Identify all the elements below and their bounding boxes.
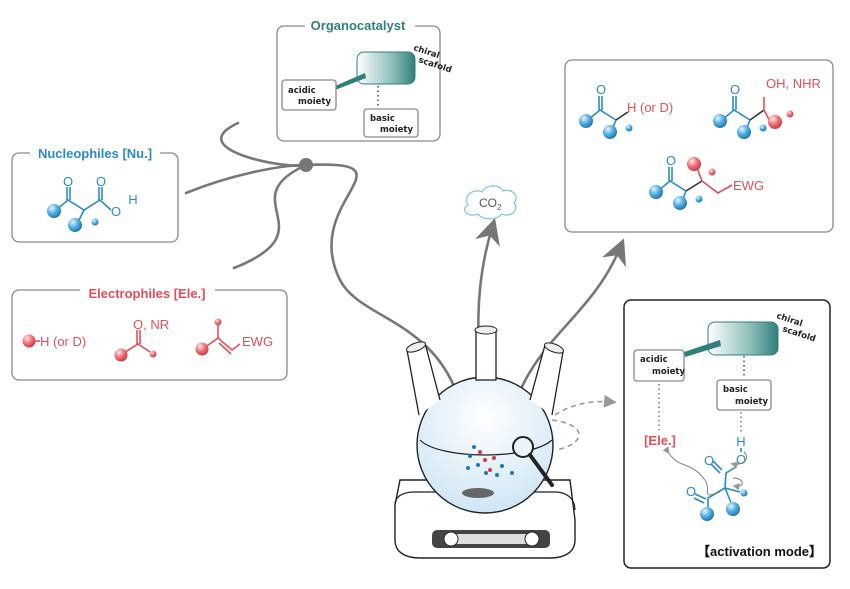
chiral-scaffold-shape	[707, 321, 779, 356]
oxygen-label: O	[686, 484, 696, 499]
magnifier-icon	[512, 436, 534, 458]
moiety-label: moiety	[652, 367, 685, 377]
activation-mode-caption: 【activation mode】	[697, 544, 822, 559]
oxygen-label: O	[111, 204, 121, 219]
oxygen-label: O	[63, 174, 73, 189]
co2-cloud: CO2	[464, 185, 517, 220]
organocatalyst-title: Organocatalyst	[311, 18, 406, 33]
molecule-dots	[466, 445, 514, 477]
moiety-label: moiety	[380, 125, 413, 135]
electrophile-proton: H (or D)	[40, 334, 86, 349]
reaction-flask	[394, 325, 576, 559]
knob-icon	[443, 531, 459, 547]
stir-bar	[462, 488, 494, 498]
electrophile-label: [Ele.]	[644, 433, 676, 448]
hydrogen-label: H	[736, 434, 745, 449]
co2-subscript: 2	[497, 203, 502, 212]
electrophiles-title: Electrophiles [Ele.]	[88, 286, 205, 301]
oxygen-label: O	[666, 153, 676, 168]
acidic-label: acidic	[288, 86, 316, 96]
svg-text:CO2: CO2	[479, 196, 502, 212]
chiral-scaffold-shape	[356, 51, 416, 85]
electrophile-carbonyl: O, NR	[133, 317, 169, 332]
oxygen-label: O	[730, 82, 740, 97]
co2-label: CO	[479, 196, 497, 210]
moiety-label: moiety	[735, 397, 768, 407]
basic-label: basic	[723, 385, 748, 395]
electrophiles-panel: Electrophiles [Ele.] H (or D) O, NR EWG	[11, 285, 288, 381]
moiety-label: moiety	[298, 97, 331, 107]
oxygen-label: O	[704, 453, 714, 468]
basic-label: basic	[370, 114, 395, 124]
oxygen-label: O	[596, 82, 606, 97]
product-aldol-mannich: OH, NHR	[766, 76, 821, 91]
hydrogen-label: H	[128, 192, 137, 207]
nucleophiles-title: Nucleophiles [Nu.]	[38, 146, 152, 161]
nucleophiles-panel: Nucleophiles [Nu.] O O O H	[11, 146, 179, 243]
electrophile-michael-acceptor: EWG	[242, 334, 273, 349]
knob-icon	[524, 531, 540, 547]
activation-mode-panel: chiral scafold acidic moiety basic moiet…	[623, 299, 831, 569]
organocatalyst-panel: Organocatalyst chiral scafold acidic moi…	[276, 18, 453, 142]
products-panel: O H (or D) O OH, NHR O EWG	[564, 59, 834, 233]
oxygen-label: O	[96, 174, 106, 189]
product-michael: EWG	[733, 178, 764, 193]
acidic-label: acidic	[640, 355, 668, 365]
oxygen-label: O	[736, 452, 746, 467]
junction-node	[299, 158, 313, 172]
product-deuteration: H (or D)	[627, 100, 673, 115]
